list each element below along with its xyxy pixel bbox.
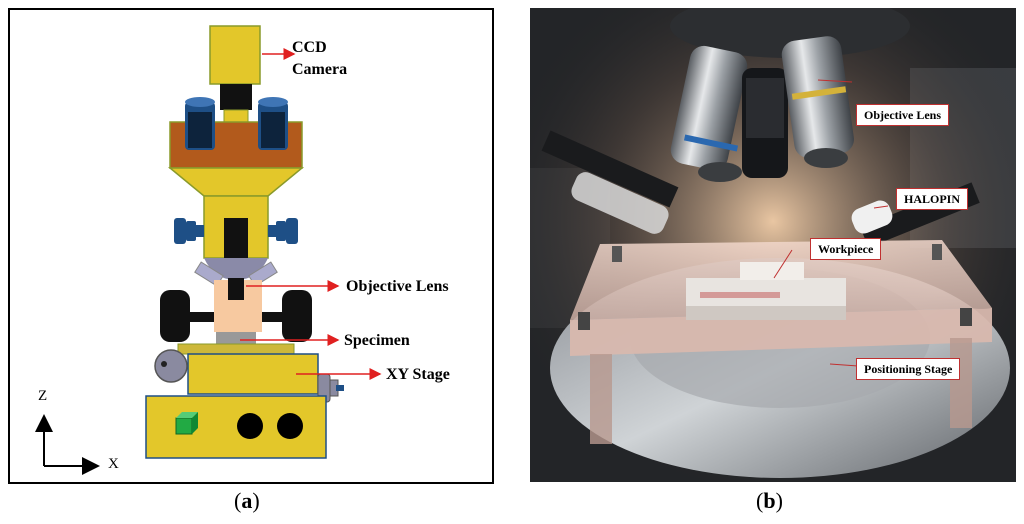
stage-knob-left xyxy=(154,349,188,383)
halopin-photo-label: HALOPIN xyxy=(896,188,969,210)
microscope-neck xyxy=(167,167,305,197)
side-knobs-right xyxy=(268,218,298,244)
workpiece-photo-label: Workpiece xyxy=(810,238,882,260)
base-knob-1 xyxy=(237,413,263,439)
power-switch-cube xyxy=(175,417,193,435)
camera-connector xyxy=(220,84,252,110)
side-knobs-left xyxy=(174,218,204,244)
microscope-schematic xyxy=(35,25,382,475)
specimen-label: Specimen xyxy=(344,332,410,349)
focus-wheel-left xyxy=(160,290,214,342)
objective-lens-label: Objective Lens xyxy=(346,278,449,295)
stage-plate xyxy=(177,343,295,355)
ccd-camera-label-line2: Camera xyxy=(292,61,348,78)
caption-b: (b) xyxy=(756,488,783,513)
halogen-guide-left xyxy=(541,130,679,234)
ccd-camera-label-line1: CCD xyxy=(292,39,327,56)
turret xyxy=(670,8,910,58)
objective-center xyxy=(742,68,788,178)
x-axis-label: X xyxy=(108,456,119,472)
base-knob-2 xyxy=(277,413,303,439)
z-axis-label: Z xyxy=(38,388,48,404)
objective-left xyxy=(670,45,748,182)
objective-right xyxy=(781,36,854,168)
positioning-stage-photo-label: Positioning Stage xyxy=(856,358,961,380)
objective-lens-photo-label: Objective Lens xyxy=(856,104,949,126)
focus-wheel-right xyxy=(262,290,312,342)
ccd-camera xyxy=(209,25,261,85)
eyepiece-right xyxy=(258,97,288,150)
specimen-schematic xyxy=(216,332,256,344)
schematic-panel: CCD Camera Objective Lens Specimen XY St… xyxy=(8,8,494,484)
caption-a: (a) xyxy=(234,488,260,513)
xy-stage-label: XY Stage xyxy=(386,366,450,383)
photo-panel: Objective Lens HALOPIN Workpiece Positio… xyxy=(530,8,1016,482)
setup-photo xyxy=(530,8,1016,482)
eyepiece-left xyxy=(185,97,215,150)
